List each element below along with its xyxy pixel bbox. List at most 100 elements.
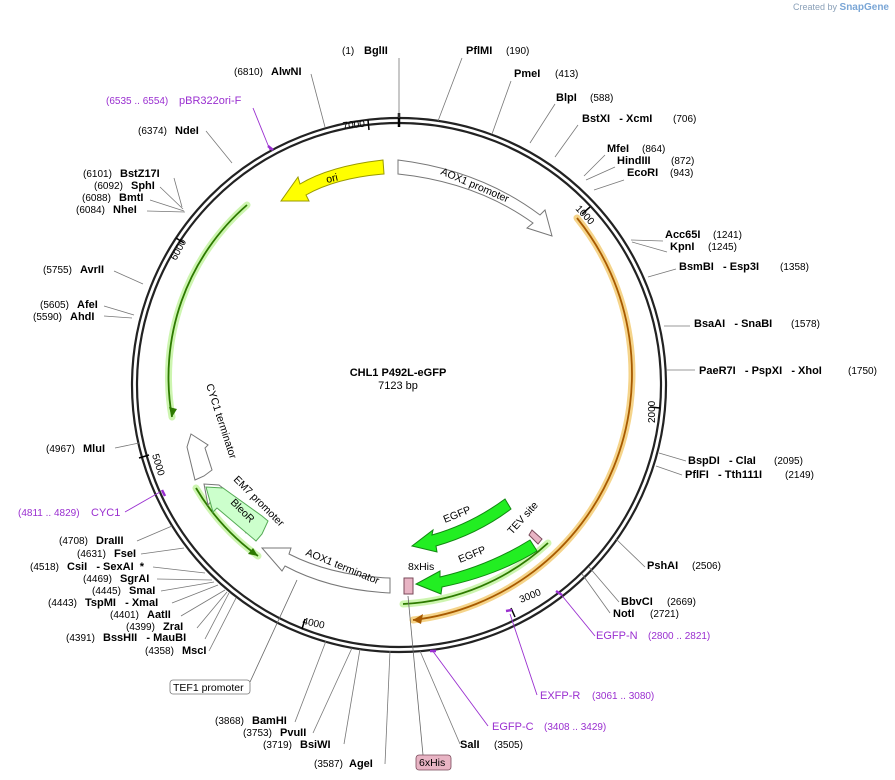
site-pos-sali: (3505) — [494, 740, 523, 751]
site-name-noti: NotI — [613, 608, 634, 620]
primer-name-egfp-n: EGFP-N — [596, 630, 638, 642]
site-name-csii: CsiI - SexAI * — [67, 561, 145, 573]
site-name-draiii: DraIII — [96, 535, 124, 547]
feature-ori[interactable] — [280, 159, 385, 202]
leader-draiii — [136, 525, 173, 542]
leader-pvuii — [312, 647, 353, 734]
pointer-6xhis — [407, 595, 424, 756]
site-pos-mlui: (4967) — [46, 444, 75, 455]
feature-aox1-terminator[interactable] — [260, 547, 391, 594]
leader-pflmi — [437, 57, 463, 122]
site-name-pmei: PmeI — [514, 68, 540, 80]
site-pos-pvuii: (3753) — [243, 728, 272, 739]
green-arc-bleo-arrowhead — [248, 548, 258, 556]
tick-5000 — [138, 454, 150, 459]
site-name-aatii: AatII — [147, 609, 171, 621]
primer-pos-egfp-c: (3408 .. 3429) — [544, 722, 606, 733]
leader-blpi — [529, 103, 556, 144]
feature-egfp-1[interactable] — [410, 498, 512, 553]
site-pos-bsaai: (1578) — [791, 319, 820, 330]
primer-labels: (6535 .. 6554) pBR322ori-F (4811 .. 4829… — [18, 95, 710, 733]
site-name-bbvci: BbvCI — [621, 596, 653, 608]
site-pos-bstxi: (706) — [673, 114, 696, 125]
feature-label-tef1-promoter: TEF1 promoter — [173, 682, 244, 694]
leader-egfp-n — [558, 591, 596, 637]
tick-label-2000: 2000 — [647, 400, 658, 423]
site-pos-sphi: (6092) — [94, 181, 123, 192]
leader-afei — [103, 305, 135, 316]
site-name-ecori: EcoRI — [627, 167, 658, 179]
site-pos-ecori: (943) — [670, 168, 693, 179]
site-pos-bmti: (6088) — [82, 193, 111, 204]
site-name-alwni: AlwNI — [271, 66, 302, 78]
leader-kpni — [631, 241, 668, 253]
plasmid-size: 7123 bp — [378, 380, 418, 392]
primer-mark-egfp-n — [555, 589, 563, 597]
site-name-ndei: NdeI — [175, 125, 199, 137]
leader-bsshii — [204, 592, 230, 640]
site-name-ahdi: AhdI — [70, 311, 94, 323]
leader-bstxi — [554, 124, 579, 158]
leader-fsei — [140, 547, 185, 555]
site-name-bglii: BglII — [364, 45, 388, 57]
leader-bbvci — [588, 566, 620, 603]
site-name-sphi: SphI — [131, 180, 155, 192]
primer-name-egfp-c: EGFP-C — [492, 721, 534, 733]
site-pos-pflfi: (2149) — [785, 470, 814, 481]
tick-label-3000: 3000 — [518, 587, 543, 606]
site-pos-blpi: (588) — [590, 93, 613, 104]
leader-mlui — [114, 442, 140, 449]
feature-egfp-2[interactable] — [414, 539, 538, 595]
green-arc-left — [167, 204, 248, 418]
leader-alwni — [310, 73, 326, 128]
site-name-agei: AgeI — [349, 758, 373, 770]
leader-bspdi — [658, 452, 687, 462]
feature-tef1-promoter-box[interactable] — [169, 679, 251, 695]
site-name-mlui: MluI — [83, 443, 105, 455]
feature-8xhis[interactable] — [403, 577, 414, 595]
leader-cyc1 — [124, 491, 161, 513]
site-name-bmti: BmtI — [119, 192, 143, 204]
feature-6xhis-box[interactable] — [415, 754, 452, 771]
feature-tev-site[interactable] — [528, 529, 543, 545]
leader-pshai — [615, 538, 646, 568]
site-pos-aatii: (4401) — [110, 610, 139, 621]
leader-pmei — [491, 80, 512, 135]
site-pos-bamhi: (3868) — [215, 716, 244, 727]
site-name-bspdi: BspDI - ClaI — [688, 455, 756, 467]
site-pos-ahdi: (5590) — [33, 312, 62, 323]
site-pos-agei: (3587) — [314, 759, 343, 770]
leader-tspmi — [171, 584, 219, 604]
feature-cyc1-terminator[interactable] — [186, 433, 213, 481]
leader-csii — [152, 566, 206, 574]
site-name-bstz17i: BstZ17I — [120, 168, 160, 180]
feature-label-cyc1-terminator: CYC1 terminator — [203, 382, 239, 461]
site-name-smai: SmaI — [129, 585, 155, 597]
feature-label-tev-site: TEV site — [505, 499, 541, 537]
site-name-paer7i: PaeR7I - PspXI - XhoI — [699, 365, 822, 377]
site-name-blpi: BlpI — [556, 92, 577, 104]
site-pos-mfei: (864) — [642, 144, 665, 155]
snapgene-credit: Created by SnapGene — [793, 2, 889, 13]
primer-mark-cyc1 — [160, 489, 167, 497]
primer-name-pbr322ori-f: pBR322ori-F — [179, 95, 242, 107]
site-name-zrai: ZraI — [163, 621, 183, 633]
site-name-nhei: NheI — [113, 204, 137, 216]
site-name-bsmbi: BsmBI - Esp3I — [679, 261, 759, 273]
site-pos-bbvci: (2669) — [667, 597, 696, 608]
site-name-bsshii: BssHII - MauBI — [103, 632, 186, 644]
tick-7000 — [367, 119, 370, 131]
leader-pbr322ori-f — [252, 107, 271, 151]
site-name-bamhi: BamHI — [252, 715, 287, 727]
feature-aox1-promoter[interactable] — [397, 159, 553, 237]
site-name-kpni: KpnI — [670, 241, 694, 253]
feature-bleor[interactable] — [205, 486, 269, 542]
site-name-sali: SalI — [460, 739, 480, 751]
leader-zrai — [196, 591, 228, 629]
site-pos-zrai: (4399) — [126, 622, 155, 633]
green-arc-left-arrowhead — [169, 407, 177, 417]
leader-noti — [581, 573, 611, 614]
site-name-acc65i: Acc65I — [665, 229, 700, 241]
site-name-mfei: MfeI — [607, 143, 629, 155]
